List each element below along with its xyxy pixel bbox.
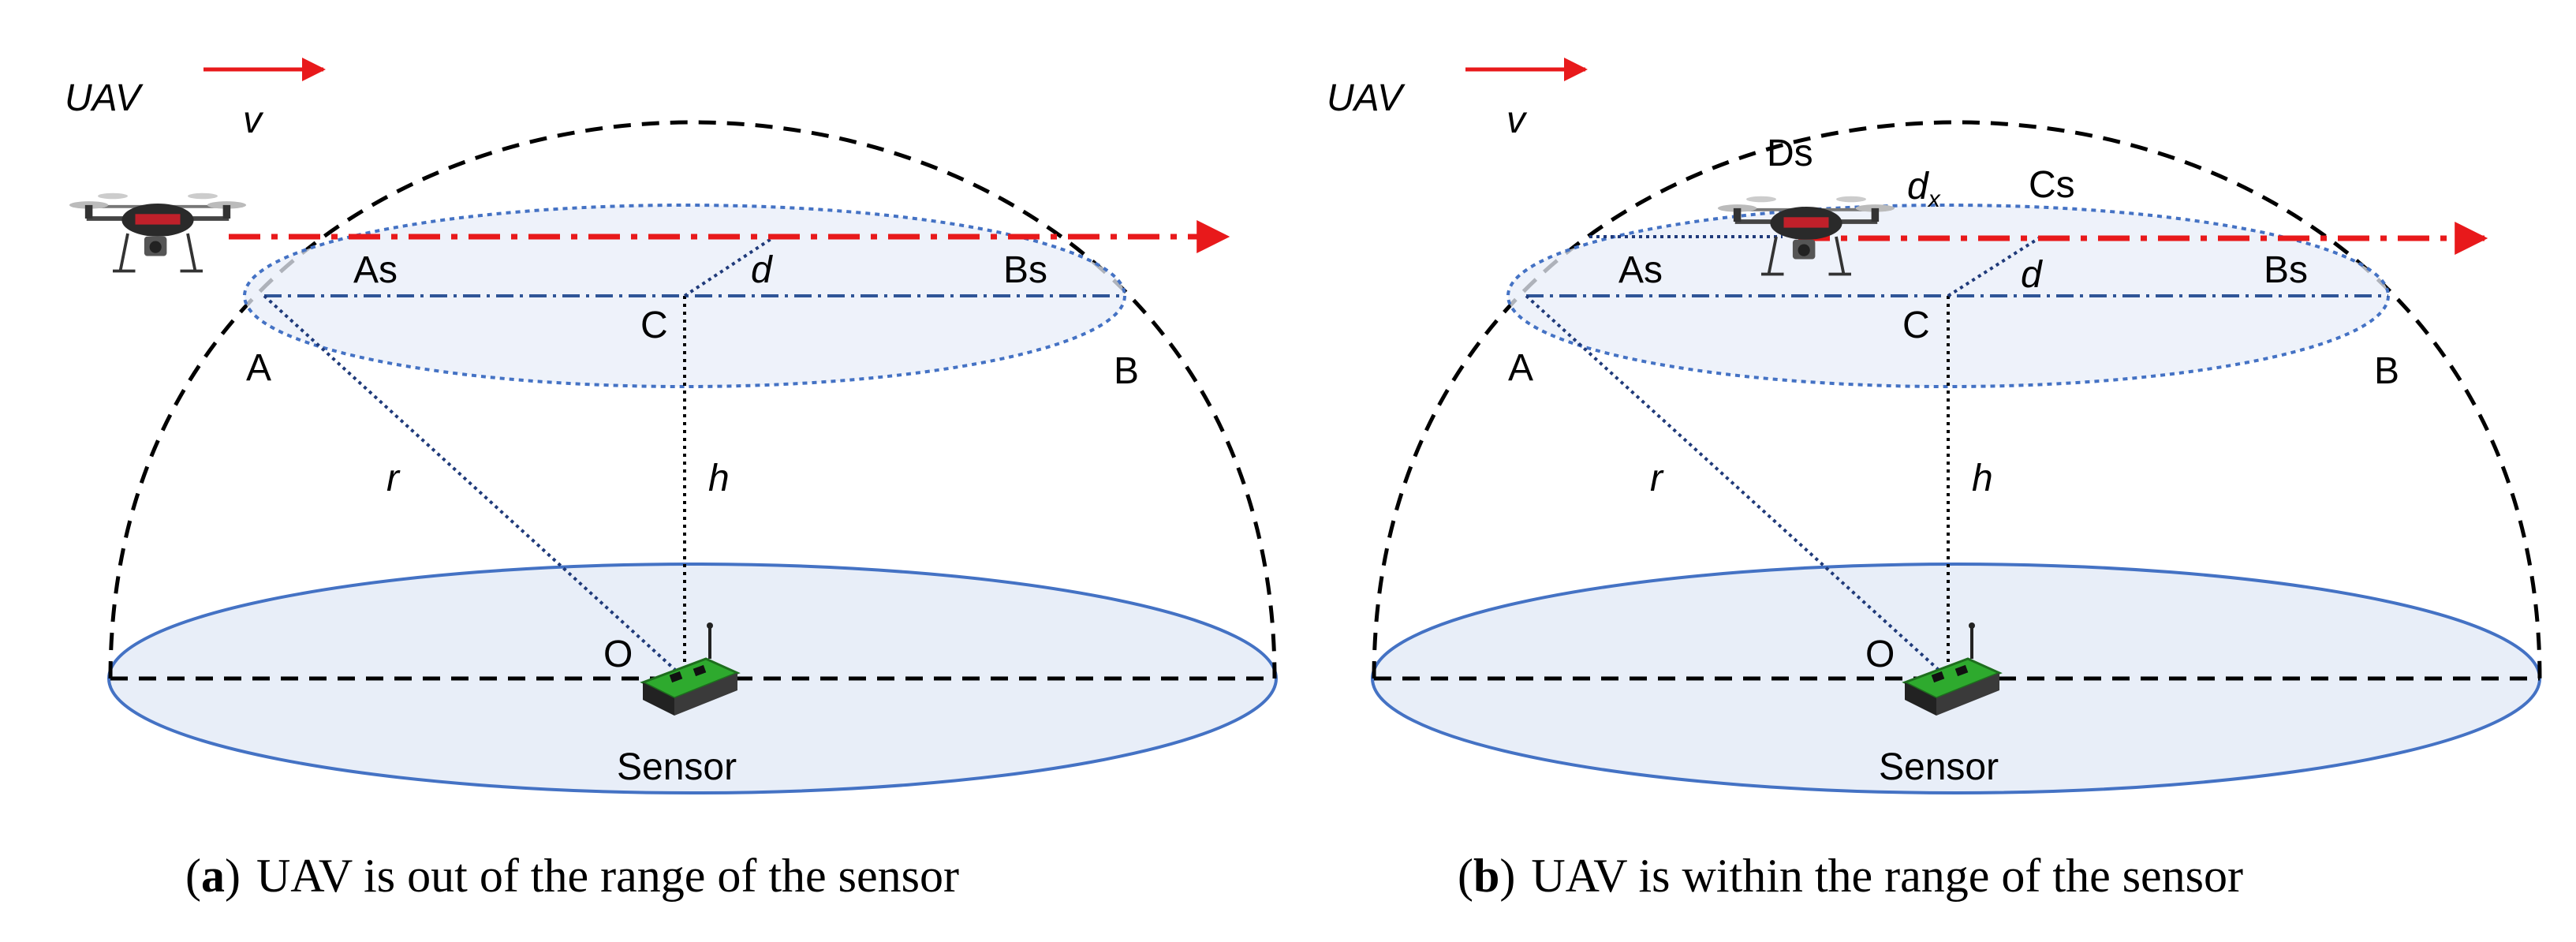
label-bs: Bs (2264, 249, 2308, 291)
label-h: h (1972, 458, 1993, 499)
panel-b: UAV v Ds dx Cs As Bs d A B C r h O Senso… (1327, 58, 2542, 902)
label-r: r (1650, 458, 1664, 499)
label-v: v (243, 99, 264, 141)
caption-a: (a)UAV is out of the range of the sensor (185, 850, 959, 902)
label-c: C (640, 305, 668, 346)
label-dx: dx (1907, 166, 1941, 212)
label-c: C (1902, 305, 1930, 346)
label-uav: UAV (1327, 77, 1406, 119)
caption-b: (b)UAV is within the range of the sensor (1458, 850, 2243, 902)
label-a: A (1508, 347, 1533, 389)
label-a: A (246, 347, 271, 389)
label-v: v (1506, 99, 1528, 141)
label-uav: UAV (65, 77, 144, 119)
drone-icon (69, 193, 246, 271)
label-d: d (751, 249, 773, 291)
label-h: h (708, 458, 730, 499)
label-as: As (1618, 249, 1663, 291)
label-b: B (1114, 350, 1139, 392)
label-d: d (2021, 254, 2043, 296)
label-sensor: Sensor (1879, 746, 1999, 788)
label-r: r (386, 458, 401, 499)
label-as: As (353, 249, 398, 291)
label-ds: Ds (1767, 133, 1813, 174)
label-b: B (2374, 350, 2399, 392)
label-sensor: Sensor (617, 746, 737, 788)
label-o: O (1865, 634, 1895, 675)
label-o: O (603, 634, 633, 675)
label-cs: Cs (2029, 164, 2075, 206)
label-bs: Bs (1003, 249, 1047, 291)
panel-a: UAV v As Bs d A B C r h O Sensor (a)UAV … (65, 58, 1278, 902)
radius-r-line (1525, 294, 1950, 680)
radius-r-line (263, 294, 686, 680)
